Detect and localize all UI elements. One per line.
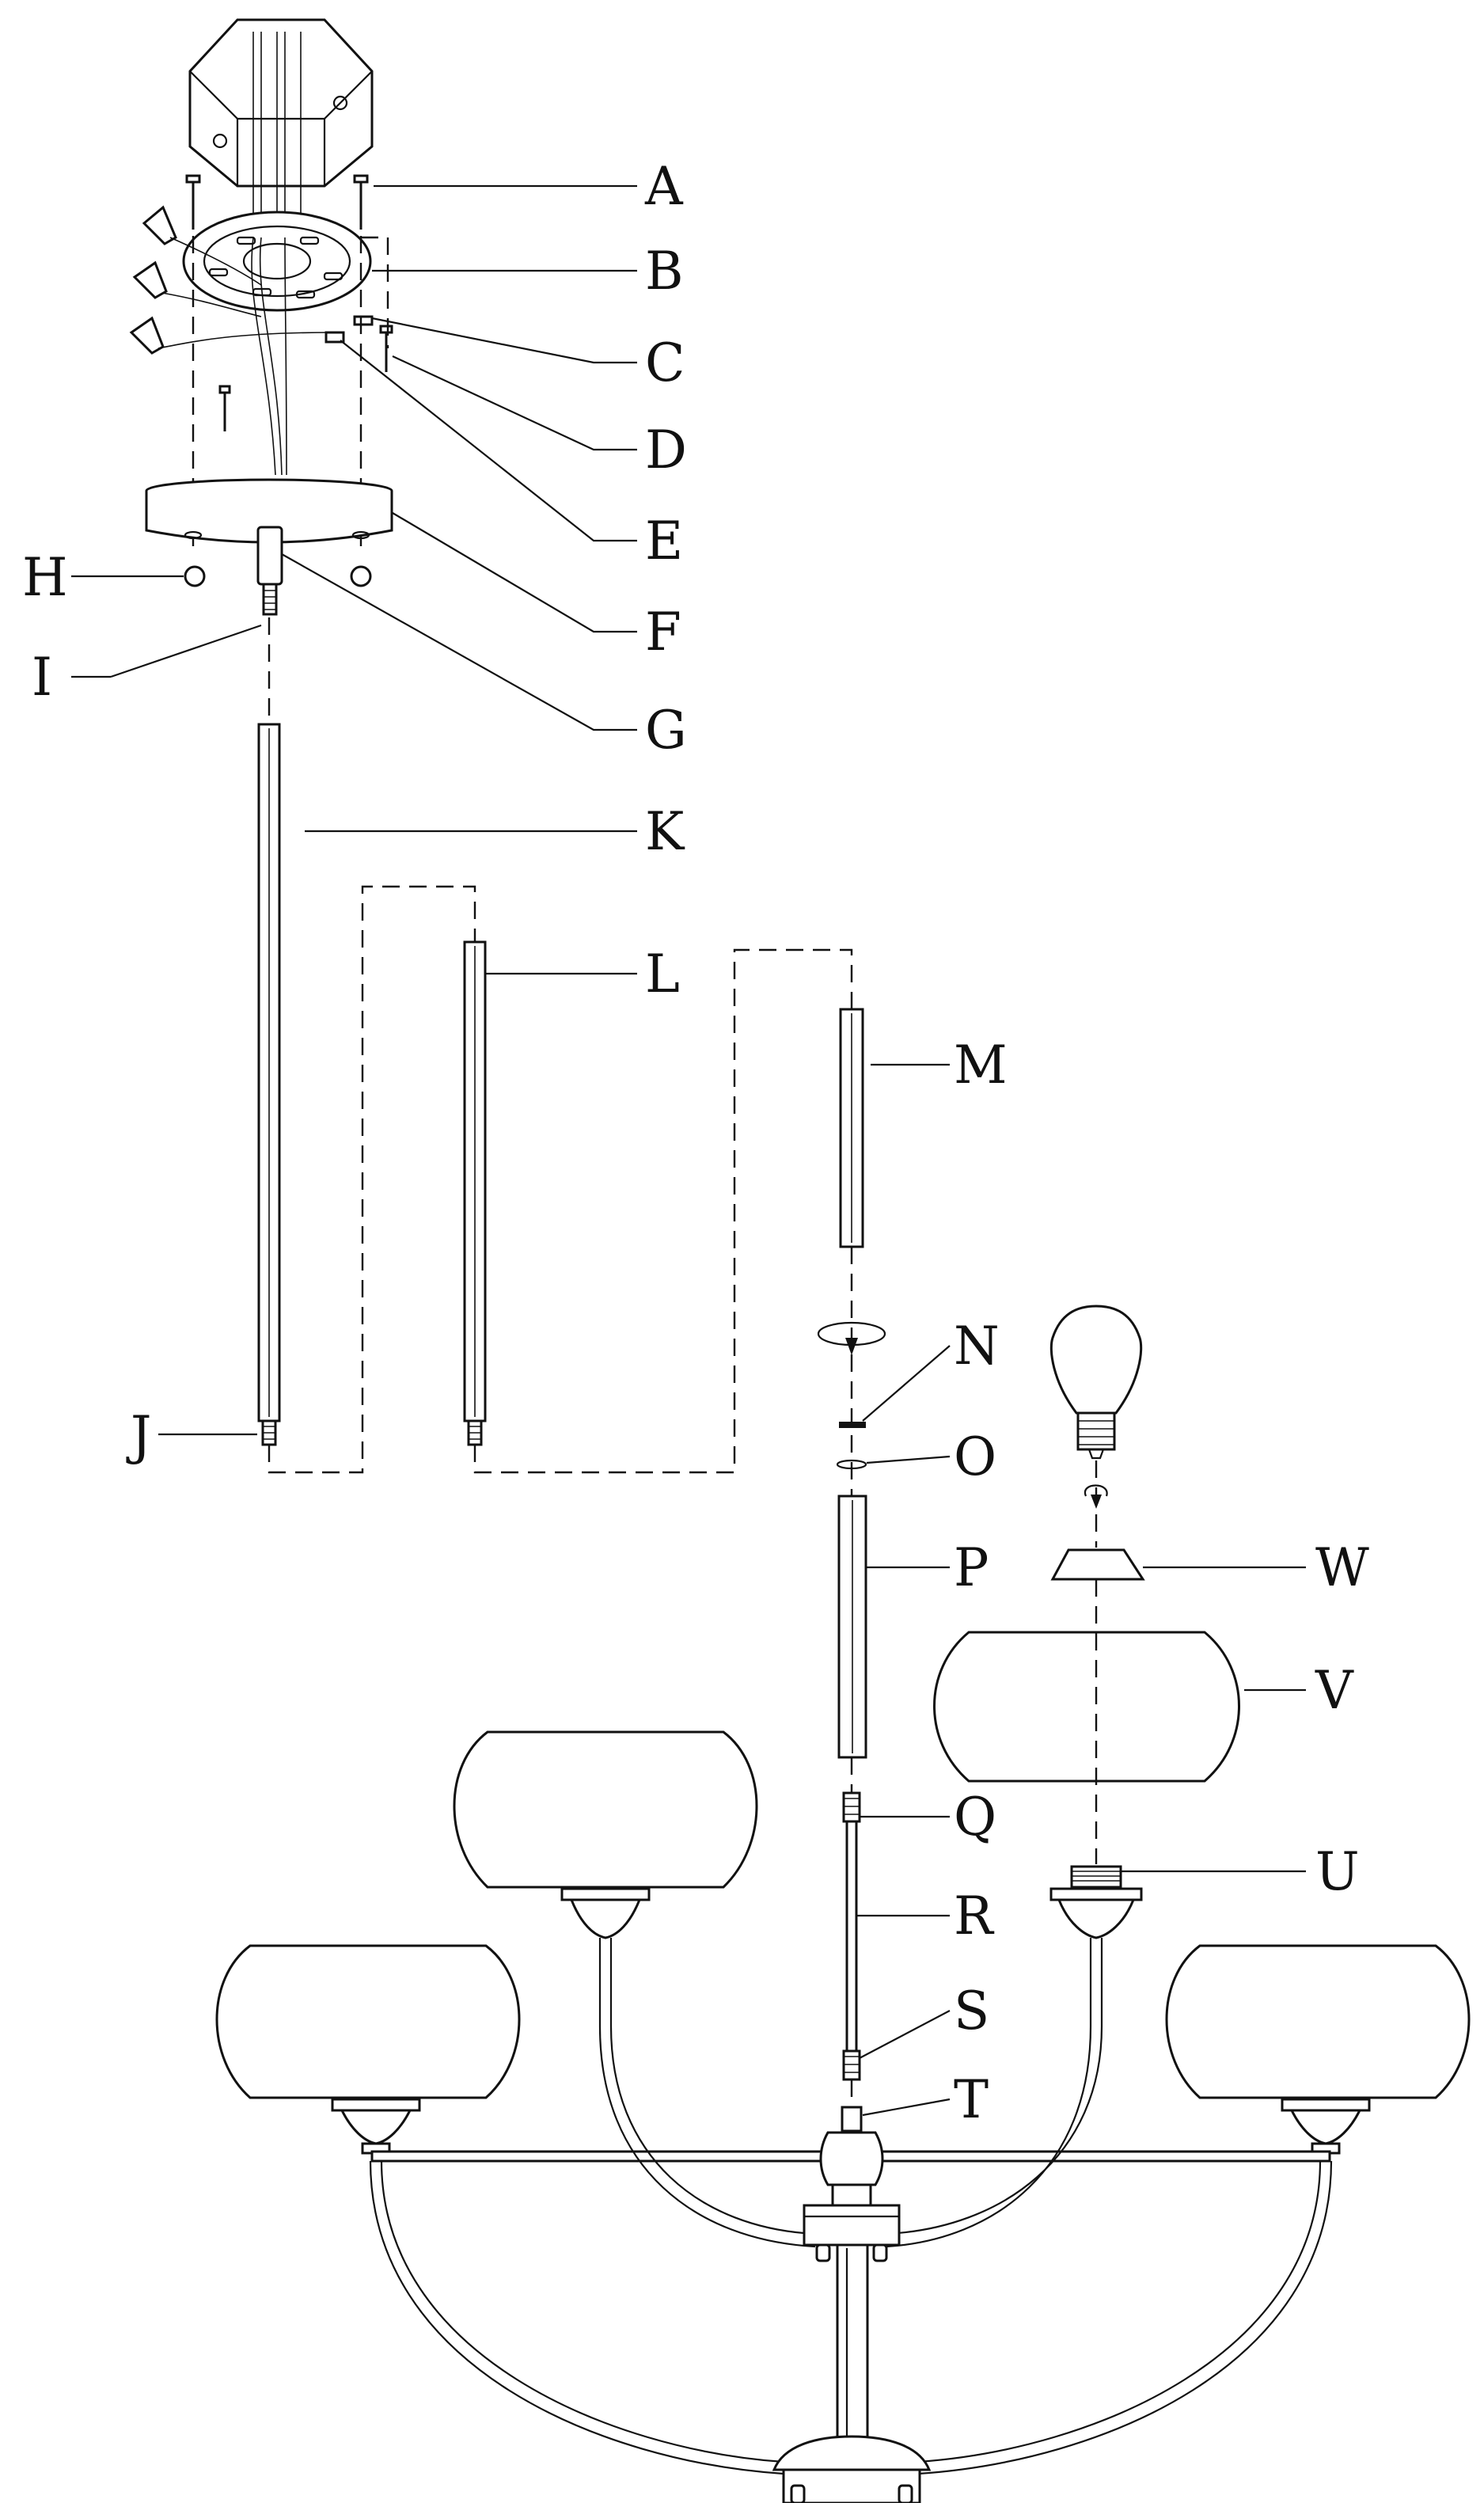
shade-ring-w [1050,1548,1145,1581]
part-label-m: M [954,1035,1008,1096]
part-label-s: S [954,1981,989,2042]
part-label-b: B [645,241,684,302]
part-label-n: N [954,1316,1000,1377]
threaded-nipple-coupling [256,526,283,616]
part-label-f: F [645,602,681,663]
part-label-c: C [645,332,685,393]
rod-connection-guides [268,885,853,1496]
rotation-arrow-n [817,1321,886,1355]
canopy-nuts [184,565,372,587]
part-label-k: K [645,801,685,862]
part-label-e: E [645,511,683,572]
part-label-w: W [1315,1537,1369,1598]
small-hardware [218,315,393,431]
part-label-a: A [644,156,684,217]
part-label-u: U [1315,1841,1360,1902]
washer-o [836,1459,867,1470]
stem-rod-l [463,940,487,1446]
part-label-v: V [1315,1660,1354,1721]
part-label-h: H [22,547,68,608]
leader-lines [71,184,1306,2117]
socket-u [1049,1865,1143,1939]
part-label-l: L [645,944,680,1005]
body-tube-p [837,1495,867,1759]
part-label-q: Q [954,1787,996,1848]
glass-shade-v [933,1631,1240,1783]
threaded-rod-r [842,1757,861,2110]
part-label-r: R [954,1886,995,1947]
crossbar-plate [182,211,372,312]
part-label-j: J [126,1405,151,1466]
nut-n [839,1422,866,1428]
part-label-i: I [32,647,52,708]
junction-box [188,18,374,237]
part-label-o: O [954,1426,996,1487]
canopy [145,478,393,544]
part-label-d: D [645,420,687,480]
wire-nuts [129,205,333,476]
stem-rod-k [257,723,281,1446]
light-bulb [1049,1305,1143,1460]
part-label-p: P [954,1537,989,1598]
part-labels: A B C D E F G H I J K L M N O P Q R S T … [22,156,1369,2130]
part-label-g: G [645,700,687,761]
chandelier-body [215,1730,1471,2503]
stem-rod-m [839,1008,864,1248]
part-label-t: T [954,2069,989,2130]
